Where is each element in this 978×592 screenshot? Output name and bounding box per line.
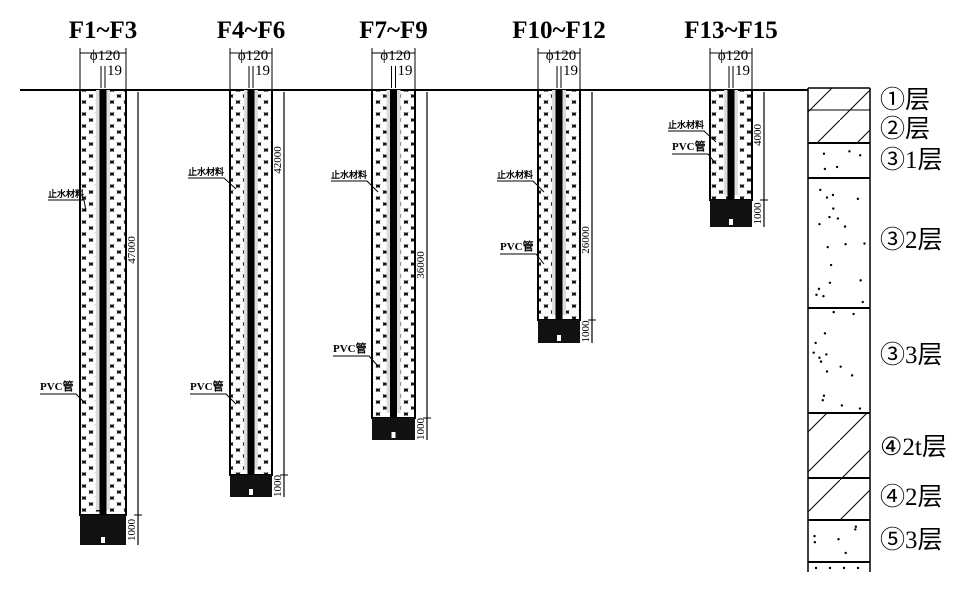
pvc-pipe: [390, 90, 397, 418]
layer-label: ⑤3层: [880, 526, 943, 554]
base-depth-label: 1000: [752, 202, 764, 225]
soil-layer: ③3层: [808, 310, 943, 414]
pvc-pipe-label: PVC管: [333, 341, 367, 355]
depth-label: 26000: [580, 226, 592, 254]
soil-layer: ⑤3层: [808, 525, 943, 563]
seal-material-label: 止水材料: [668, 119, 704, 131]
well-base: [372, 418, 415, 440]
seal-material-label: 止水材料: [497, 169, 533, 181]
layer-label: ①层: [880, 86, 930, 114]
soil-layer: ④2层: [808, 478, 943, 521]
well-title: F4~F6: [217, 17, 286, 44]
pipe-diameter-label: 19: [398, 63, 413, 79]
soil-layer: ②层: [808, 110, 930, 144]
pvc-pipe: [727, 90, 735, 200]
pvc-pipe-label: PVC管: [672, 139, 706, 153]
pvc-leader-line: [500, 253, 545, 265]
depth-label: 36000: [415, 251, 427, 279]
diameter-label: ϕ120: [380, 48, 410, 64]
depth-label: 47000: [126, 236, 138, 264]
layer-label: ④2t层: [880, 434, 947, 461]
layer-label: ②层: [880, 115, 930, 143]
well-base: [230, 475, 272, 497]
pvc-leader-line: [333, 355, 379, 367]
layer-label: ③2层: [880, 226, 943, 254]
pipe-diameter-label: 19: [255, 63, 270, 79]
base-depth-label: 1000: [415, 418, 427, 441]
diameter-label: ϕ120: [90, 48, 120, 64]
pvc-pipe: [99, 90, 107, 515]
seal-leader-line: [497, 180, 545, 193]
depth-label: 4000: [752, 124, 764, 147]
seal-leader-line: [668, 130, 717, 143]
pipe-diameter-label: 19: [107, 63, 122, 79]
pvc-leader-line: [40, 393, 87, 405]
well-title: F13~F15: [684, 17, 778, 44]
seal-leader-line: [48, 199, 87, 212]
pvc-leader-line: [672, 153, 717, 165]
well-title: F7~F9: [359, 17, 428, 44]
layer-label: ④2层: [880, 483, 943, 511]
pvc-pipe-label: PVC管: [40, 379, 74, 393]
well-base: [538, 320, 580, 343]
pvc-pipe-label: PVC管: [190, 379, 224, 393]
seal-leader-line: [188, 177, 237, 190]
diameter-label: ϕ120: [718, 48, 748, 64]
base-depth-label: 1000: [126, 519, 138, 542]
seal-leader-line: [331, 180, 379, 193]
well-title: F1~F3: [69, 17, 138, 44]
pipe-diameter-label: 19: [735, 63, 750, 79]
base-depth-label: 1000: [580, 320, 592, 343]
diameter-label: ϕ120: [238, 48, 268, 64]
seal-material-label: 止水材料: [331, 169, 367, 181]
soil-layer: ①层: [808, 86, 930, 114]
soil-layer: ③1层: [808, 146, 943, 179]
seal-material-label: 止水材料: [48, 188, 84, 200]
soil-layer: ③2层: [808, 188, 943, 309]
seal-material-label: 止水材料: [188, 166, 224, 178]
pvc-pipe: [555, 90, 563, 320]
base-depth-label: 1000: [272, 475, 284, 498]
diameter-label: ϕ120: [546, 48, 576, 64]
pvc-pipe: [247, 90, 255, 475]
depth-label: 42000: [272, 146, 284, 174]
soil-layer: ④2t层: [808, 413, 947, 479]
layer-label: ③1层: [880, 146, 943, 174]
layer-label: ③3层: [880, 341, 943, 369]
pipe-diameter-label: 19: [563, 63, 578, 79]
pvc-leader-line: [190, 393, 237, 405]
pvc-pipe-label: PVC管: [500, 239, 534, 253]
well-title: F10~F12: [512, 17, 606, 44]
